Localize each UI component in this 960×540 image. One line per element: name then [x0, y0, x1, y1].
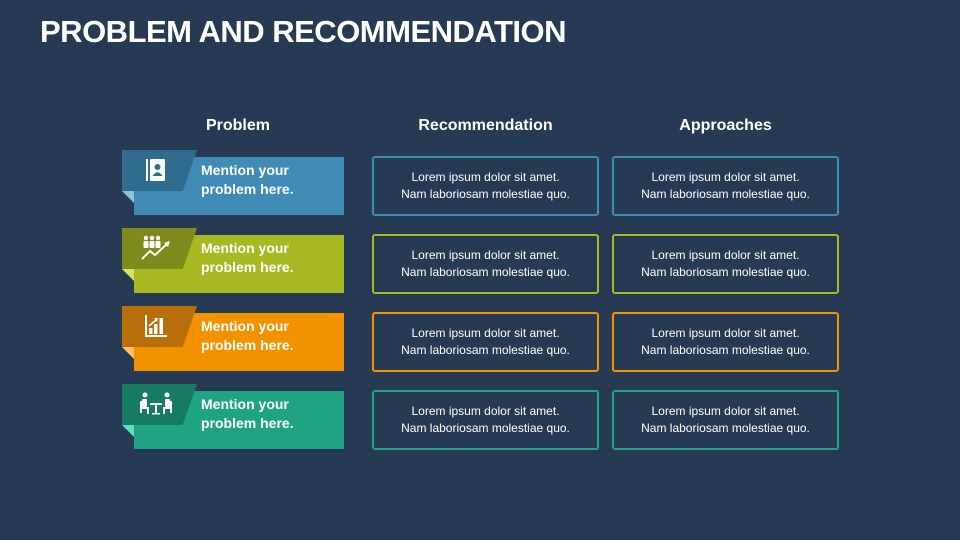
approach-line2: Nam laboriosam molestiae quo.: [641, 187, 810, 201]
problem-line1: Mention your: [201, 396, 289, 412]
bar-chart-growth-icon: [138, 312, 174, 340]
problem-line2: problem here.: [201, 181, 294, 197]
header-problem: Problem: [205, 117, 270, 134]
approach-box: Lorem ipsum dolor sit amet. Nam laborios…: [612, 390, 839, 450]
problem-line1: Mention your: [201, 318, 289, 334]
problem-line2: problem here.: [201, 415, 294, 431]
meeting-icon: [138, 390, 174, 418]
row-2: Mention your problem here. Lorem ipsum d…: [0, 228, 960, 298]
approach-box: Lorem ipsum dolor sit amet. Nam laborios…: [612, 312, 839, 372]
approach-line2: Nam laboriosam molestiae quo.: [641, 343, 810, 357]
recommendation-box: Lorem ipsum dolor sit amet. Nam laborios…: [372, 390, 599, 450]
approach-line1: Lorem ipsum dolor sit amet.: [651, 170, 800, 184]
recommendation-line2: Nam laboriosam molestiae quo.: [401, 421, 570, 435]
row-4: Mention your problem here. Lorem ipsum d…: [0, 384, 960, 454]
problem-line2: problem here.: [201, 337, 294, 353]
recommendation-box: Lorem ipsum dolor sit amet. Nam laborios…: [372, 156, 599, 216]
approach-line2: Nam laboriosam molestiae quo.: [641, 265, 810, 279]
fold-corner: [122, 191, 134, 203]
problem-text: Mention your problem here.: [201, 317, 341, 355]
recommendation-line2: Nam laboriosam molestiae quo.: [401, 187, 570, 201]
recommendation-line1: Lorem ipsum dolor sit amet.: [411, 404, 560, 418]
recommendation-line1: Lorem ipsum dolor sit amet.: [411, 170, 560, 184]
header-approaches: Approaches: [679, 117, 772, 134]
fold-corner: [122, 425, 134, 437]
row-1: Mention your problem here. Lorem ipsum d…: [0, 150, 960, 220]
row-3: Mention your problem here. Lorem ipsum d…: [0, 306, 960, 376]
icon-tab: [122, 228, 197, 269]
recommendation-box: Lorem ipsum dolor sit amet. Nam laborios…: [372, 312, 599, 372]
approach-line1: Lorem ipsum dolor sit amet.: [651, 404, 800, 418]
approach-line1: Lorem ipsum dolor sit amet.: [651, 248, 800, 262]
problem-line1: Mention your: [201, 162, 289, 178]
recommendation-line1: Lorem ipsum dolor sit amet.: [411, 248, 560, 262]
recommendation-line2: Nam laboriosam molestiae quo.: [401, 343, 570, 357]
problem-text: Mention your problem here.: [201, 395, 341, 433]
contact-book-icon: [138, 156, 174, 184]
header-recommendation: Recommendation: [418, 117, 553, 134]
problem-line2: problem here.: [201, 259, 294, 275]
recommendation-box: Lorem ipsum dolor sit amet. Nam laborios…: [372, 234, 599, 294]
approach-line2: Nam laboriosam molestiae quo.: [641, 421, 810, 435]
problem-text: Mention your problem here.: [201, 239, 341, 277]
approach-box: Lorem ipsum dolor sit amet. Nam laborios…: [612, 156, 839, 216]
fold-corner: [122, 347, 134, 359]
approach-box: Lorem ipsum dolor sit amet. Nam laborios…: [612, 234, 839, 294]
team-growth-icon: [138, 234, 174, 262]
approach-line1: Lorem ipsum dolor sit amet.: [651, 326, 800, 340]
problem-line1: Mention your: [201, 240, 289, 256]
page-title: PROBLEM AND RECOMMENDATION: [40, 14, 567, 49]
problem-text: Mention your problem here.: [201, 161, 341, 199]
recommendation-line2: Nam laboriosam molestiae quo.: [401, 265, 570, 279]
recommendation-line1: Lorem ipsum dolor sit amet.: [411, 326, 560, 340]
fold-corner: [122, 269, 134, 281]
